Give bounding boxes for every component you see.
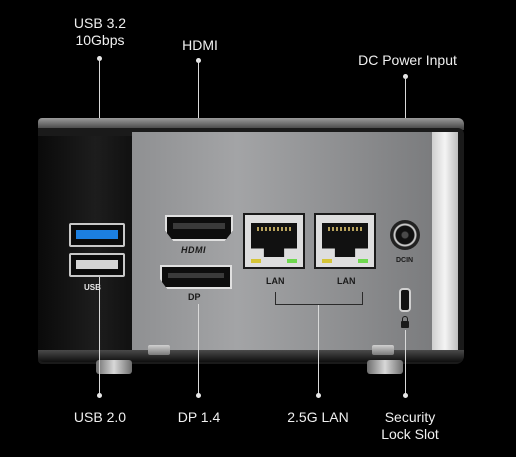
usb20-dot — [97, 393, 102, 398]
security-dot — [403, 393, 408, 398]
lan-dot — [316, 393, 321, 398]
security-line — [405, 330, 406, 395]
hdmi-port-icon — [165, 215, 233, 241]
lan25g-label: 2.5G LAN — [287, 409, 349, 425]
foot-hole-right — [372, 345, 394, 355]
lan-marking-left: LAN — [266, 276, 285, 286]
usb32-port-icon — [69, 223, 125, 247]
hdmi-label: HDMI — [182, 37, 218, 53]
dp-dot — [196, 393, 201, 398]
dc-jack-icon — [390, 220, 420, 250]
led-green-right — [358, 259, 368, 263]
usb20-label: USB 2.0 — [73, 409, 127, 425]
lan-bracket-left-tick — [275, 292, 276, 304]
dp-line — [198, 304, 199, 395]
security-label-line1: Security — [384, 409, 436, 425]
dp-pins — [168, 273, 224, 278]
usb32-label-line2: 10Gbps — [75, 32, 125, 48]
security-label-line2: Lock Slot — [381, 426, 439, 442]
dp-marking: DP — [188, 292, 201, 302]
dp14-label: DP 1.4 — [177, 409, 221, 425]
foot-hole-left — [148, 345, 170, 355]
dc-power-label: DC Power Input — [358, 52, 457, 68]
usb20-port-icon — [69, 253, 125, 277]
bottom-rail — [38, 350, 464, 362]
led-yellow-right — [322, 259, 332, 263]
dcin-marking: DCIN — [396, 257, 414, 264]
ethernet-port-icon-left — [243, 213, 305, 269]
lan-line — [318, 305, 319, 395]
ethernet-port-icon-right — [314, 213, 376, 269]
security-label: Security Lock Slot — [365, 409, 455, 443]
led-green-left — [287, 259, 297, 263]
displayport-port-icon — [160, 265, 232, 289]
foot-right — [367, 360, 403, 374]
right-edge — [432, 132, 458, 354]
ethernet-pins-left — [257, 227, 291, 231]
lock-icon — [401, 316, 409, 328]
usb32-label: USB 3.2 10Gbps — [70, 15, 130, 49]
usb32-label-line1: USB 3.2 — [73, 15, 127, 31]
usb20-tongue — [76, 260, 118, 269]
hdmi-marking: HDMI — [181, 245, 206, 255]
lan-bracket-bar — [275, 304, 363, 305]
usb-marking: USB — [84, 283, 101, 292]
security-slot-icon — [399, 288, 411, 312]
lan-bracket-right-tick — [362, 292, 363, 304]
ethernet-pins-right — [328, 227, 362, 231]
usb20-line — [99, 277, 100, 395]
lan-marking-right: LAN — [337, 276, 356, 286]
hdmi-pins — [173, 223, 225, 229]
usb32-tongue — [76, 230, 118, 239]
foot-left — [96, 360, 132, 374]
led-yellow-left — [251, 259, 261, 263]
chassis-top — [38, 118, 464, 130]
